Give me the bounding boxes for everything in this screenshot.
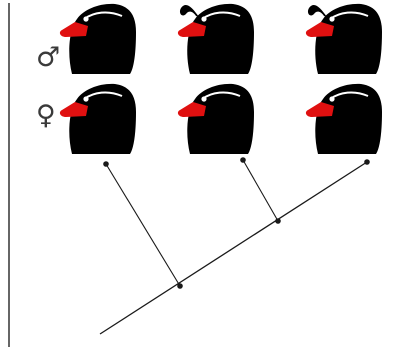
female-head-1 (58, 82, 138, 155)
trunk-branch (99, 161, 368, 335)
tip-node-left (103, 161, 109, 167)
left-branch (105, 163, 181, 287)
male-head-1 (58, 2, 138, 75)
crest-shape (179, 4, 199, 17)
crest-shape (307, 4, 327, 17)
tip-node-middle (240, 157, 246, 163)
internal-node-lower (177, 283, 183, 289)
male-head-3 (304, 2, 383, 75)
middle-branch (242, 159, 279, 222)
female-head-3 (304, 82, 383, 155)
female-symbol: ♀ (36, 100, 56, 131)
male-head-2 (176, 2, 255, 75)
male-symbol: ♂ (36, 42, 61, 73)
tip-node-right (364, 159, 370, 165)
female-head-2 (176, 82, 255, 155)
internal-node-upper (275, 218, 281, 224)
